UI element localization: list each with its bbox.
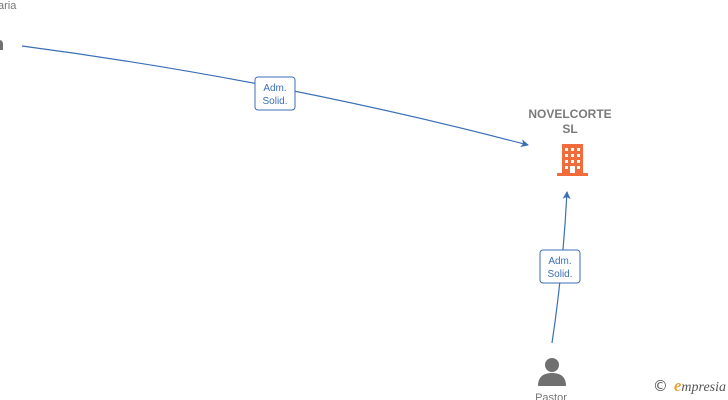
edge-label-top[interactable]: Adm. Solid. bbox=[254, 76, 296, 111]
bottom-person-label: Pastor bbox=[535, 392, 567, 400]
person-icon bbox=[0, 40, 3, 50]
edge-label-bottom[interactable]: Adm. Solid. bbox=[539, 249, 581, 284]
company-name-line2: SL bbox=[562, 122, 577, 136]
copyright-symbol: © bbox=[652, 377, 668, 395]
edge-label-bottom-line1: Adm. bbox=[548, 256, 571, 267]
building-icon bbox=[557, 144, 588, 176]
bottom-person-node[interactable]: Pastor bbox=[535, 358, 567, 400]
watermark-initial: e bbox=[673, 376, 682, 395]
top-person-node[interactable]: aria bbox=[0, 0, 17, 50]
empresia-watermark: © empresia bbox=[653, 376, 726, 396]
company-name-line1: NOVELCORTE bbox=[528, 107, 611, 121]
edge-label-top-line2: Solid. bbox=[262, 96, 287, 107]
edge-label-bottom-line2: Solid. bbox=[547, 269, 572, 280]
top-person-label: aria bbox=[0, 0, 17, 12]
company-node[interactable]: NOVELCORTE SL bbox=[528, 107, 612, 176]
edge-label-top-line1: Adm. bbox=[263, 83, 286, 94]
watermark-text: mpresia bbox=[681, 380, 726, 395]
person-icon bbox=[538, 358, 566, 386]
